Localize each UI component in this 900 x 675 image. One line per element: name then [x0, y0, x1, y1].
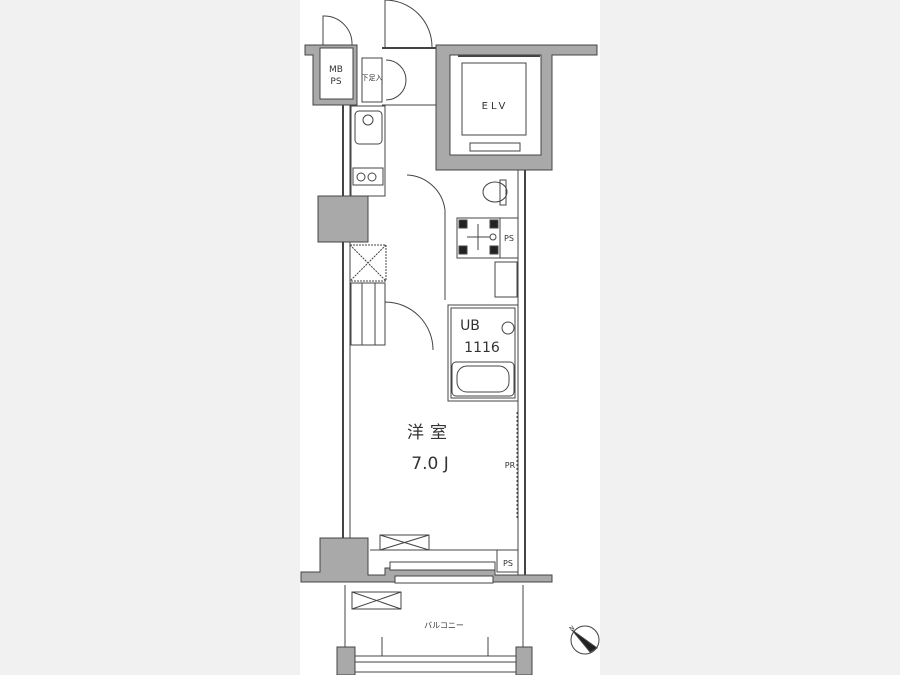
north-label: N: [568, 625, 576, 633]
shoe-box: [361, 57, 383, 103]
unit-bath: [447, 304, 519, 402]
kitchen-counter: [350, 105, 386, 197]
mb-ps-closet: [304, 15, 358, 106]
room-name: 洋室: [407, 423, 453, 443]
elevator-shaft: [435, 44, 598, 171]
toilet-door: [406, 174, 446, 211]
unit-bath-label: UB: [460, 318, 480, 334]
entrance-door: [382, 0, 436, 49]
aircon-unit: [379, 534, 430, 551]
ps-toilet-label: PS: [504, 234, 514, 243]
window-sash: [394, 575, 494, 584]
pipe-rack-label: PR: [505, 461, 516, 470]
room-door: [384, 301, 434, 351]
balcony-label: バルコニー: [424, 621, 464, 630]
mb-ps-label: PS: [330, 77, 341, 87]
exterior-wall: [300, 537, 553, 583]
mb-label: MB: [329, 65, 343, 75]
refrigerator-space: [350, 282, 386, 346]
ps-box: [496, 549, 519, 573]
wash-basin: [494, 261, 518, 298]
ps-window-label: PS: [503, 559, 513, 568]
north-compass-icon: [570, 625, 600, 655]
shoe-box-label: 下足入: [362, 74, 383, 82]
unit-bath-size: 1116: [464, 340, 500, 356]
shoe-box-doors: [385, 59, 407, 101]
column: [317, 195, 369, 243]
washing-machine: [456, 217, 501, 259]
balcony: [336, 585, 533, 675]
room-size: 7.0 J: [411, 454, 448, 474]
toilet: [482, 179, 508, 206]
closet: [349, 244, 387, 282]
elevator-label: ELV: [482, 101, 509, 112]
window: [389, 561, 496, 571]
